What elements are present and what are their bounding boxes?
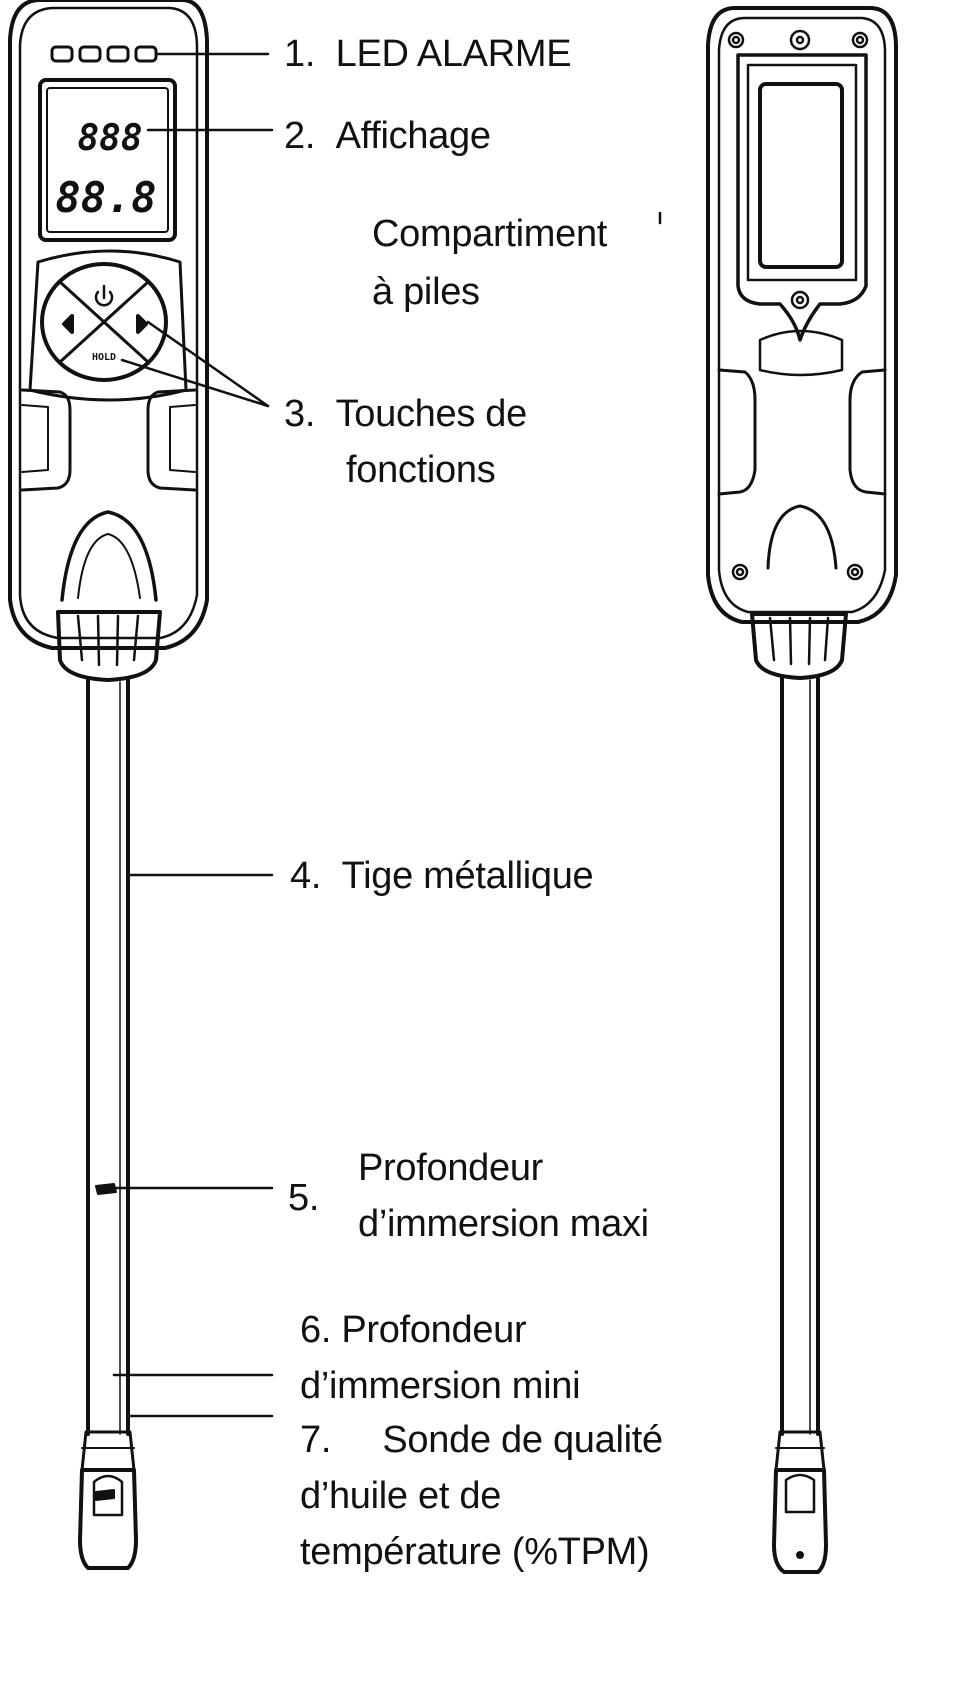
label-probe-line2: d’huile et de: [300, 1475, 502, 1517]
label-led-text: LED ALARME: [335, 33, 572, 75]
label-max-depth: Profondeur 5. d’immersion maxi: [288, 1140, 649, 1252]
back-view: [706, 6, 898, 1574]
label-min-line2: d’immersion mini: [300, 1365, 581, 1407]
front-collar: [56, 610, 162, 682]
label-metal-rod: 4. Tige métallique: [290, 852, 594, 900]
back-metal-rod: [780, 676, 820, 1436]
label-max-line1: Profondeur: [358, 1147, 544, 1189]
lcd-top-value: 888: [77, 118, 142, 159]
label-probe-number: 7.: [300, 1419, 332, 1461]
label-keys-line1: Touches de: [335, 393, 528, 435]
function-keys: [40, 262, 168, 382]
label-max-line2: d’immersion maxi: [358, 1203, 649, 1245]
back-probe: [772, 1430, 828, 1574]
label-keys-line2: fonctions: [346, 449, 496, 491]
label-led-number: 1.: [284, 33, 316, 75]
back-collar: [750, 612, 848, 680]
back-screws: [727, 29, 869, 581]
label-display-text: Affichage: [335, 115, 491, 157]
battery-compartment: [736, 53, 868, 342]
label-battery-line2: à piles: [372, 271, 480, 313]
back-body: [706, 6, 898, 624]
label-min-depth: 6. Profondeur d’immersion mini: [300, 1302, 581, 1414]
alarm-leds: [50, 45, 158, 63]
front-metal-rod: [86, 678, 130, 1436]
front-probe: [78, 1430, 138, 1570]
label-probe-line1: Sonde de qualité: [382, 1419, 663, 1461]
max-depth-mark: [95, 1183, 117, 1195]
right-arrow-icon: [136, 314, 148, 334]
hold-key-label: HOLD: [92, 352, 116, 363]
label-rod-text: Tige métallique: [341, 855, 594, 897]
power-icon: [94, 284, 114, 307]
leader-lines: [112, 52, 662, 1418]
front-body: [8, 0, 209, 650]
label-display: 2. Affichage: [284, 112, 491, 160]
label-rod-number: 4.: [290, 855, 322, 897]
label-probe: 7. Sonde de qualité d’huile et de tempér…: [300, 1412, 663, 1580]
label-battery-line1: Compartiment: [372, 213, 608, 255]
label-keys-number: 3.: [284, 393, 316, 435]
label-max-number: 5.: [288, 1177, 320, 1219]
label-led-alarm: 1. LED ALARME: [284, 30, 572, 78]
lcd-screen: [38, 78, 177, 242]
label-battery-compartment: Compartiment à piles: [372, 205, 607, 321]
label-min-line1: 6. Profondeur: [300, 1309, 527, 1351]
front-view: [8, 0, 209, 1570]
lcd-bottom-value: 88.8: [55, 173, 156, 222]
label-function-keys: 3. Touches de fonctions: [284, 386, 527, 498]
label-probe-line3: température (%TPM): [300, 1531, 650, 1573]
label-display-number: 2.: [284, 115, 316, 157]
left-arrow-icon: [62, 314, 74, 334]
